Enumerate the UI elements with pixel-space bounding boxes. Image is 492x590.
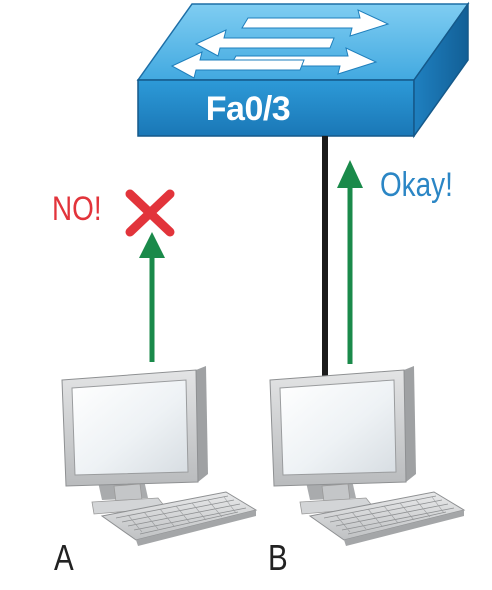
host-b-label: B	[268, 537, 288, 578]
network-switch-icon	[136, 1, 470, 139]
desktop-computer-icon-a	[61, 365, 257, 547]
host-a-status-text: NO!	[52, 190, 102, 228]
connection-arrow-b	[337, 160, 363, 364]
connection-arrow-a	[139, 232, 165, 362]
desktop-computer-icon-b	[269, 365, 465, 547]
red-x-icon	[125, 189, 175, 237]
switch-port-label: Fa0/3	[205, 90, 291, 128]
host-a-label: A	[54, 537, 74, 578]
host-b-status-text: Okay!	[380, 166, 453, 204]
